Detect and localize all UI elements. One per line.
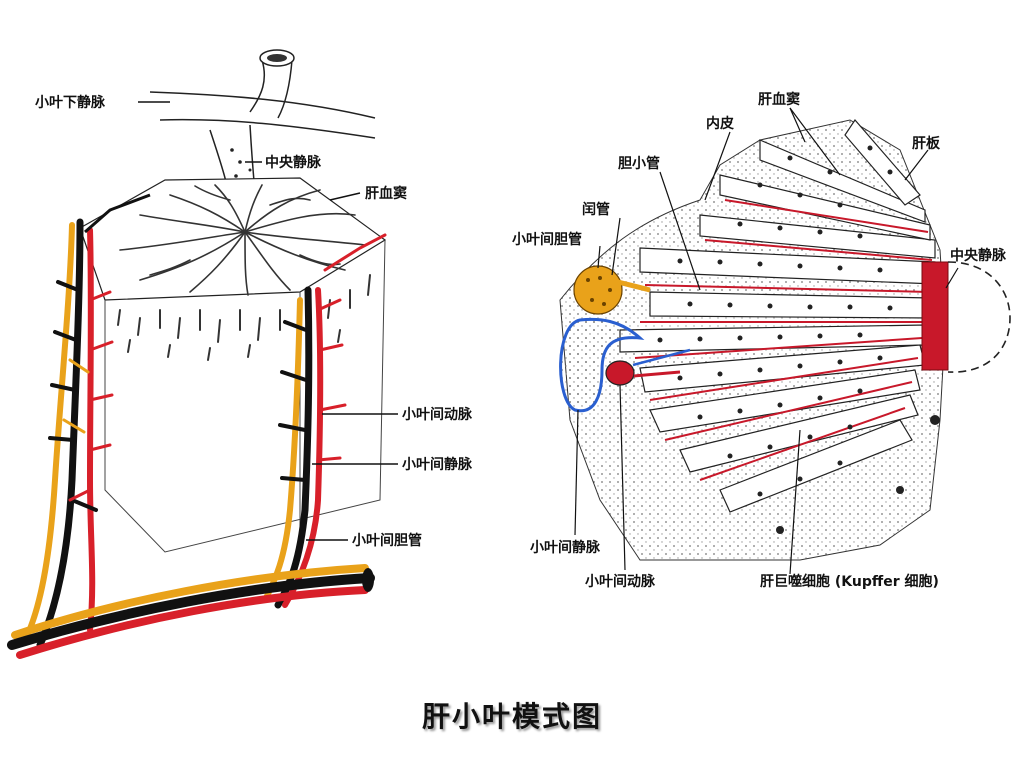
label-r-interlobular-bile-duct: 小叶间胆管 — [512, 231, 582, 248]
right-hepatic-plates — [559, 119, 1011, 561]
label-sublobular-vein: 小叶下静脉 — [35, 94, 106, 111]
label-r-hepatic-plate: 肝板 — [912, 135, 941, 152]
label-r-hepatic-sinusoid: 肝血窦 — [758, 91, 800, 108]
label-interlobular-bile-duct: 小叶间胆管 — [352, 532, 422, 549]
bile-duct-cluster — [573, 265, 651, 315]
left-labels: 小叶下静脉 中央静脉 肝血窦 小叶间动脉 小叶间静脉 小叶间胆管 — [35, 94, 473, 549]
left-portal-triad — [22, 218, 114, 649]
label-r-canal-of-hering: 闰管 — [582, 201, 610, 218]
label-r-central-vein: 中央静脉 — [950, 247, 1007, 264]
hepatocyte-plates — [619, 119, 936, 513]
central-vein-lumen-outline — [947, 261, 1011, 373]
radiating-sinusoids — [119, 184, 366, 296]
sinusoid-openings — [117, 274, 371, 361]
label-r-interlobular-vein: 小叶间静脉 — [530, 539, 601, 556]
sublobular-vein-tube — [149, 91, 376, 139]
sublobular-vein-branch — [249, 59, 293, 119]
hepatocyte-nuclei — [657, 145, 893, 497]
label-r-interlobular-artery: 小叶间动脉 — [585, 573, 656, 590]
interlobular-vein-lumen — [559, 317, 645, 413]
left-leader-lines — [138, 101, 398, 541]
label-central-vein: 中央静脉 — [265, 154, 322, 171]
central-vein-wall — [921, 261, 949, 371]
page-title: 肝小叶模式图 — [421, 700, 602, 733]
interlobular-artery-lumen — [605, 360, 635, 386]
right-leader-lines — [574, 107, 959, 575]
label-interlobular-artery: 小叶间动脉 — [402, 406, 473, 423]
label-r-bile-canaliculus: 胆小管 — [618, 155, 660, 172]
top-connecting-vessel — [84, 193, 151, 234]
label-hepatic-sinusoid: 肝血窦 — [365, 185, 407, 202]
kupffer-cells — [776, 415, 940, 534]
sinusoid-endothelium — [634, 199, 933, 481]
left-lobule-3d — [7, 49, 387, 659]
right-labels: 肝血窦 内皮 胆小管 肝板 闰管 小叶间胆管 中央静脉 小叶间静脉 小叶间动脉 … — [512, 91, 1007, 590]
label-interlobular-vein: 小叶间静脉 — [402, 456, 473, 473]
label-r-endothelium: 内皮 — [706, 115, 734, 132]
label-r-kupffer-cell: 肝巨噬细胞 (Kupffer 细胞) — [760, 573, 939, 590]
bottom-portal-trunk — [7, 564, 375, 659]
